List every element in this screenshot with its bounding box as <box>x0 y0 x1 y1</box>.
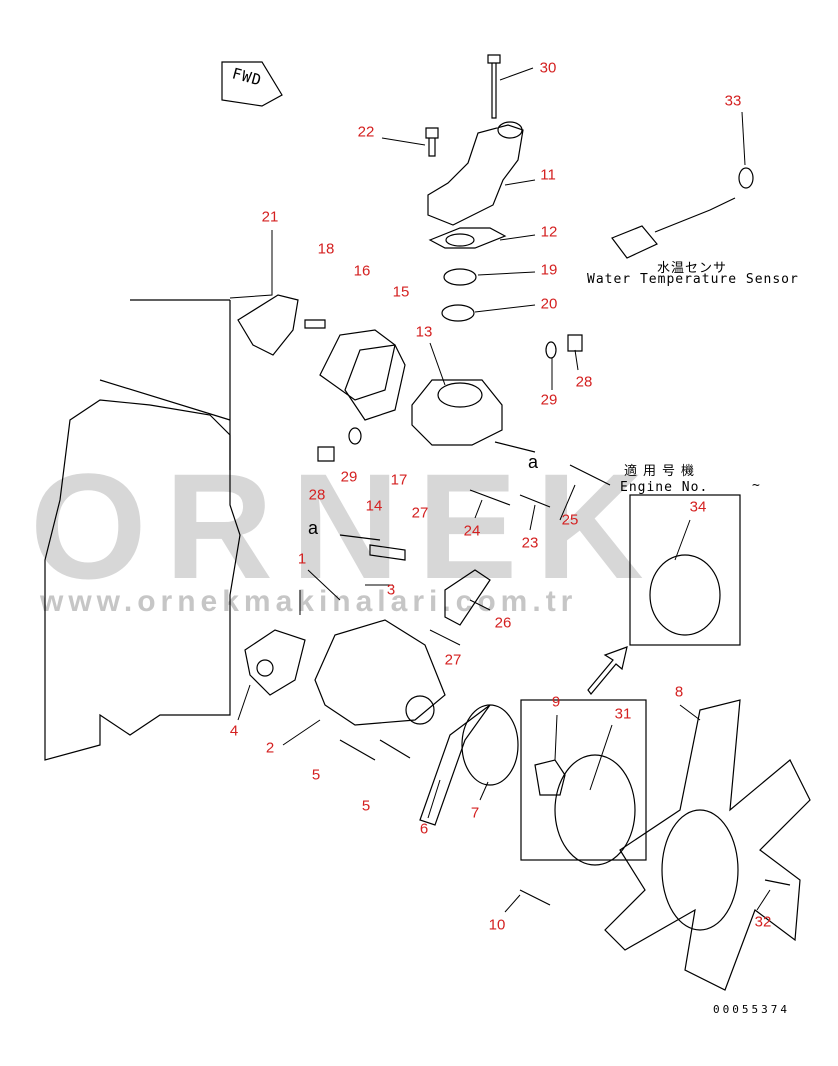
callout-16: 16 <box>353 262 371 280</box>
callout-29: 29 <box>540 391 558 409</box>
pipe-14 <box>369 544 406 561</box>
callout-2: 2 <box>265 739 275 757</box>
callout-11: 11 <box>540 166 556 184</box>
hose-26 <box>444 569 491 626</box>
flange-34 <box>649 554 721 636</box>
plug-28 <box>567 334 583 352</box>
fwd-arrow-icon <box>221 61 283 107</box>
view-arrow-a <box>339 441 536 541</box>
group-box-9 <box>520 699 647 861</box>
callout-26: 26 <box>494 614 512 632</box>
detail-box-34 <box>629 494 741 646</box>
spacer <box>534 759 566 796</box>
bolts-23-25 <box>469 464 611 508</box>
callout-1: 1 <box>297 550 307 568</box>
callout-3: 3 <box>386 581 396 599</box>
bolt-10 <box>519 889 551 906</box>
engine-block <box>44 399 241 761</box>
o-ring-20 <box>441 304 475 322</box>
callout-22: 22 <box>357 123 375 141</box>
fan-8 <box>604 699 811 991</box>
bolt-22 <box>425 127 439 157</box>
callout-20: 20 <box>540 295 558 313</box>
gasket-15 <box>344 344 406 421</box>
engine-no-label-jp: 適用号機 <box>624 464 701 479</box>
callout-31: 31 <box>614 705 632 723</box>
watermark-brand: ORNEK <box>30 442 662 610</box>
callout-21: 21 <box>261 208 279 226</box>
drawing-number: 00055374 <box>713 1003 790 1016</box>
callout-10: 10 <box>488 916 506 934</box>
engine-no-label-en: Engine No. <box>620 480 709 495</box>
callout-14: 14 <box>365 497 383 515</box>
callout-30: 30 <box>539 59 557 77</box>
callout-25: 25 <box>561 511 579 529</box>
pulley-7 <box>461 704 519 786</box>
callout-24: 24 <box>463 522 481 540</box>
callout-33: 33 <box>724 92 742 110</box>
gasket-4 <box>244 629 306 696</box>
bolts-5 <box>339 739 411 761</box>
gasket-12 <box>428 227 507 249</box>
callout-12: 12 <box>540 223 558 241</box>
bolt-32 <box>764 879 791 886</box>
sensor-label-jp: 水温センサ <box>657 261 728 276</box>
callout-5: 5 <box>311 766 321 784</box>
callout-27: 27 <box>411 504 429 522</box>
callout-27: 27 <box>444 651 462 669</box>
callout-9: 9 <box>551 693 561 711</box>
callout-19: 19 <box>540 261 558 279</box>
callout-8: 8 <box>674 683 684 701</box>
thermostat-19 <box>443 268 477 286</box>
callout-29: 29 <box>340 468 358 486</box>
water-pump-2 <box>314 619 446 726</box>
pulley-31 <box>554 754 636 866</box>
washer-33 <box>738 167 754 189</box>
cover-16 <box>319 329 396 401</box>
callout-4: 4 <box>229 722 239 740</box>
callout-34: 34 <box>689 498 707 516</box>
sensor-label-en: Water Temperature Sensor <box>587 272 799 287</box>
callout-13: 13 <box>415 323 433 341</box>
v-belt-6 <box>419 704 491 826</box>
direction-arrow <box>587 646 628 695</box>
callout-17: 17 <box>390 471 408 489</box>
engine-no-value: ~ <box>752 478 761 493</box>
gasket-21 <box>237 294 299 356</box>
bolt-18 <box>304 319 326 329</box>
thermostat-housing-11 <box>427 121 524 226</box>
callout-32: 32 <box>754 913 772 931</box>
callout-7: 7 <box>470 804 480 822</box>
callout-28: 28 <box>575 373 593 391</box>
callout-28: 28 <box>308 486 326 504</box>
callout-5: 5 <box>361 797 371 815</box>
water-outlet-13 <box>411 379 503 446</box>
bolt-30 <box>487 54 501 119</box>
view-ref-a-1: a <box>528 452 539 472</box>
callout-15: 15 <box>392 283 410 301</box>
callout-18: 18 <box>317 240 335 258</box>
water-temp-sensor <box>611 197 736 259</box>
view-ref-a-2: a <box>308 518 319 538</box>
callout-23: 23 <box>521 534 539 552</box>
plug-28b <box>317 446 335 462</box>
callout-6: 6 <box>419 820 429 838</box>
